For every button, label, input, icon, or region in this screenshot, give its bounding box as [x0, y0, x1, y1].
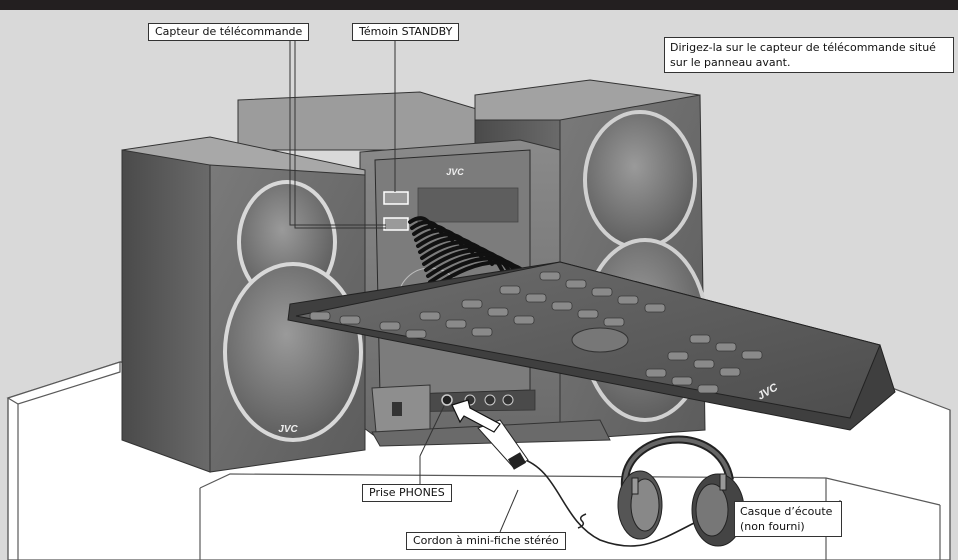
- phones-jack: [441, 394, 453, 406]
- insert-arrow: [451, 399, 501, 433]
- standby-indicator: [383, 191, 409, 205]
- label-phones-jack: Prise PHONES: [362, 484, 452, 502]
- label-standby-indicator: Témoin STANDBY: [352, 23, 460, 41]
- headphones: [617, 435, 745, 547]
- speaker-logo: JVC: [278, 424, 298, 435]
- display-window: [417, 187, 519, 223]
- rear-speaker-left: [237, 91, 481, 151]
- label-instruction: Dirigez-la sur le capteur de télécommand…: [664, 37, 954, 73]
- top-bar: [0, 0, 958, 10]
- mini-plug-cord: [477, 419, 701, 547]
- speaker-left: JVC: [121, 136, 366, 473]
- remote-sensor: [383, 217, 409, 231]
- label-remote-sensor: Capteur de télécommande: [148, 23, 310, 41]
- remote-control: JVC: [287, 261, 896, 431]
- unit-logo: JVC: [446, 167, 464, 177]
- label-headphones: Casque d’écoute (non fourni): [734, 501, 842, 537]
- label-mini-plug-cord: Cordon à mini-fiche stéréo: [406, 532, 566, 550]
